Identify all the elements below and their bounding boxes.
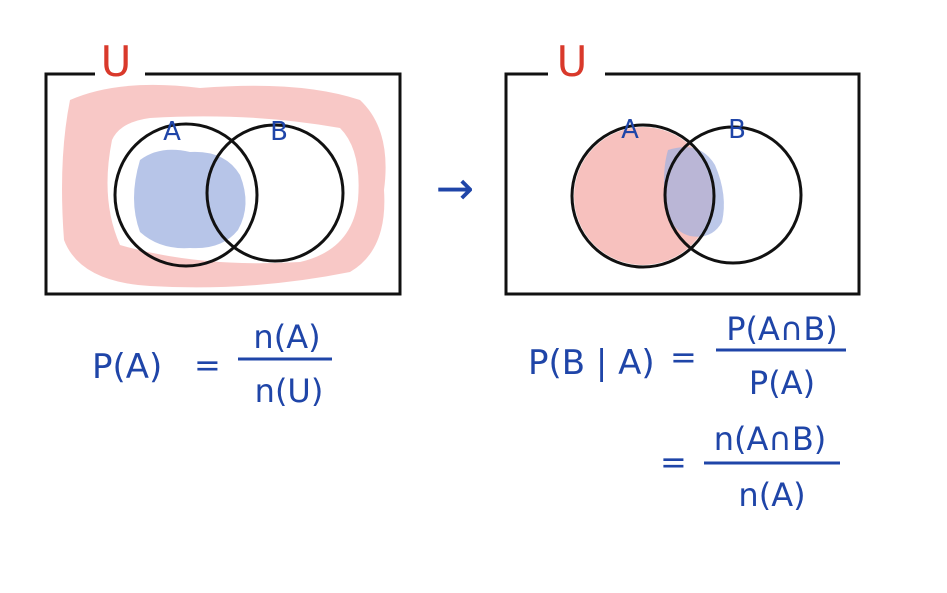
right-set-a-label: A: [621, 115, 639, 145]
left-universe-label: U: [101, 37, 132, 86]
formula-right-denominator-1: P(A): [749, 364, 815, 402]
formula-right: P(B | A) = P(A∩B) P(A) = n(A∩B) n(A): [528, 310, 846, 514]
formula-left-numerator: n(A): [253, 318, 320, 356]
formula-right-equals-2: =: [660, 443, 687, 481]
left-set-b-circle: [205, 123, 345, 263]
formula-left: P(A) = n(A) n(U): [92, 318, 332, 410]
formula-right-denominator-2: n(A): [738, 476, 805, 514]
left-set-b-label: B: [270, 117, 288, 147]
right-set-a-circle: [570, 123, 716, 269]
right-set-b-circle: [663, 125, 803, 265]
right-set-b-label: B: [728, 115, 746, 145]
left-venn-diagram: U A B: [44, 37, 402, 296]
left-set-a-circle: [113, 122, 259, 268]
formula-left-denominator: n(U): [255, 372, 324, 410]
formula-left-equals: =: [194, 346, 221, 384]
left-set-a-label: A: [163, 117, 181, 147]
formula-left-lhs: P(A): [92, 347, 162, 387]
formula-right-numerator-1: P(A∩B): [726, 310, 838, 348]
left-complement-highlight: [62, 84, 386, 288]
formula-right-numerator-2: n(A∩B): [714, 420, 827, 458]
right-universe-label: U: [557, 37, 588, 86]
left-set-a-shading: [134, 149, 246, 249]
formula-right-lhs: P(B | A): [528, 343, 655, 383]
right-universe-box: [504, 72, 861, 296]
transition-arrow: →: [436, 161, 475, 215]
right-venn-diagram: U A B: [504, 37, 861, 296]
formula-right-equals-1: =: [670, 338, 697, 376]
left-universe-box: [44, 72, 402, 296]
